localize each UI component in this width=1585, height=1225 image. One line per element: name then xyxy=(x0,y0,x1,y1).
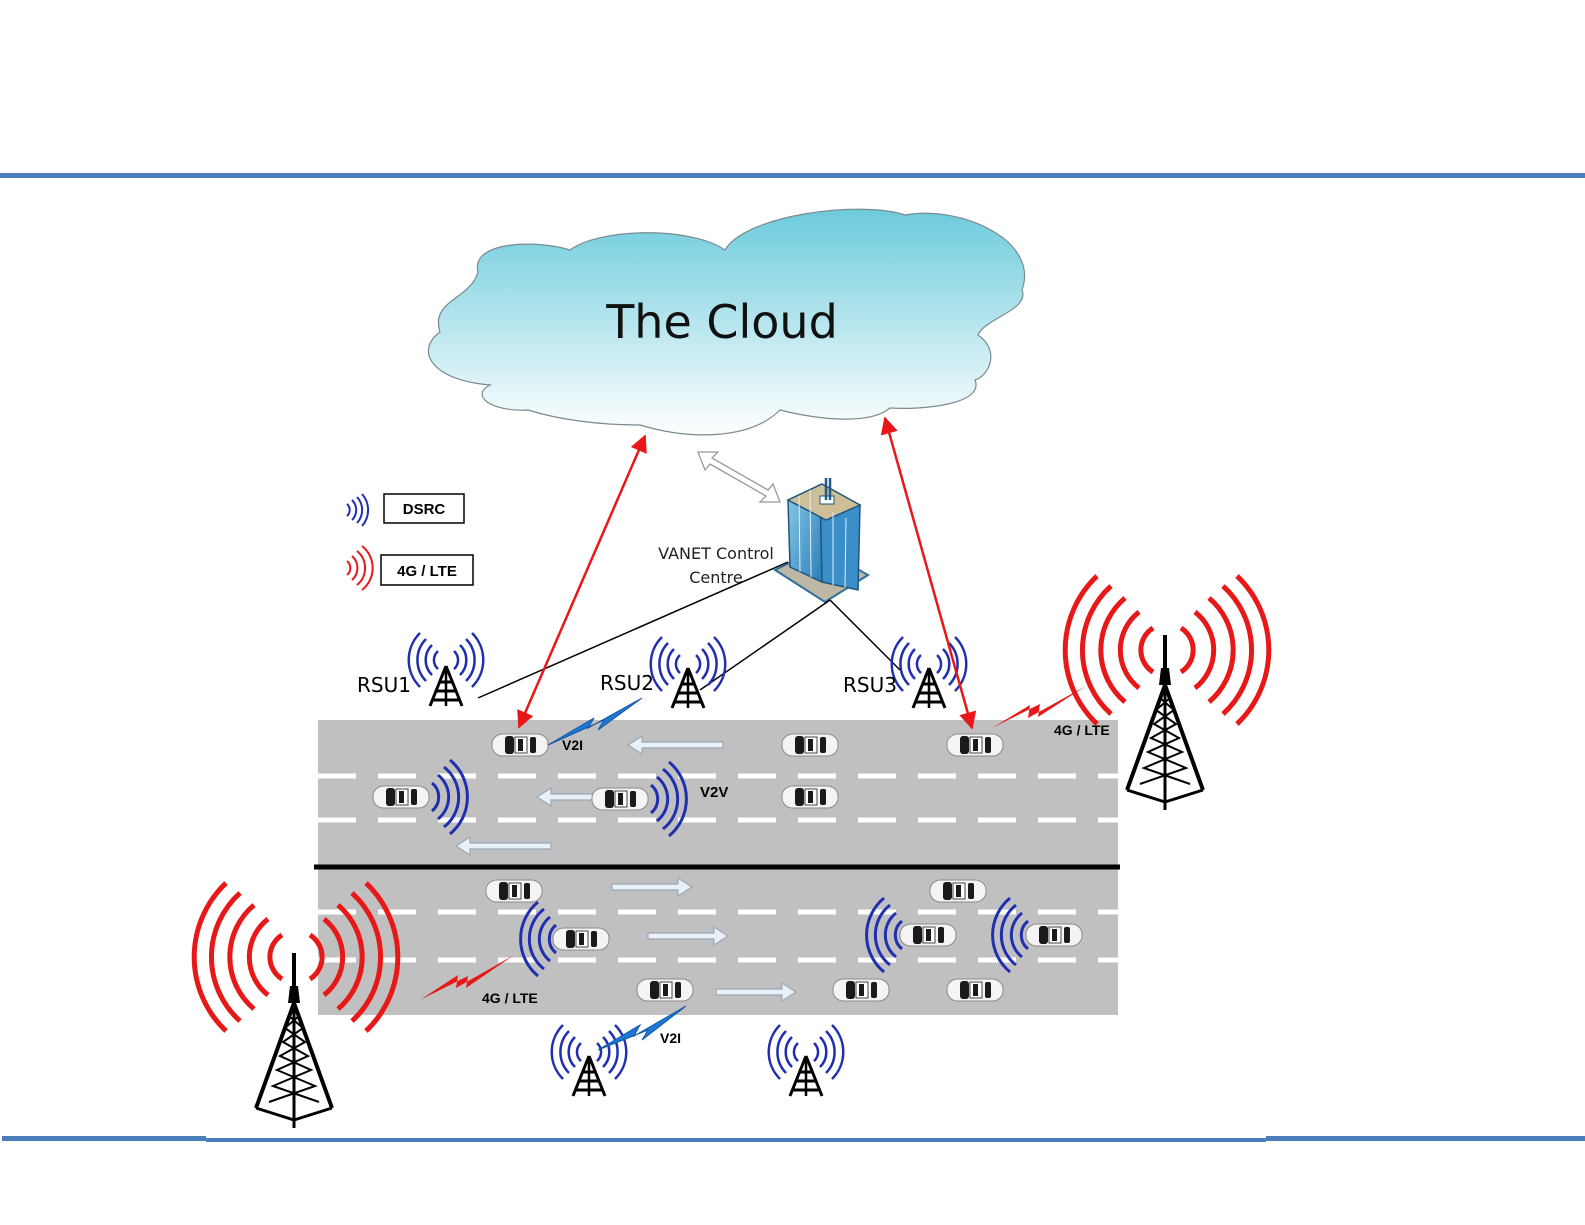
car xyxy=(492,734,548,756)
car xyxy=(1026,924,1082,946)
rsu-1: RSU1 xyxy=(357,633,483,706)
car xyxy=(373,786,429,808)
v2v-label: V2V xyxy=(700,784,728,801)
car xyxy=(947,734,1003,756)
car xyxy=(782,786,838,808)
v2i-label: V2I xyxy=(562,737,583,753)
vanet-control-centre: VANET Control Centre xyxy=(658,478,868,602)
rsu-tower-icon xyxy=(672,668,704,708)
car xyxy=(900,924,956,946)
cloud: The Cloud xyxy=(428,209,1024,435)
legend-dsrc-label: DSRC xyxy=(403,501,446,518)
legend: DSRC 4G / LTE xyxy=(347,494,473,590)
car xyxy=(637,979,693,1001)
rsu-tower-icon xyxy=(573,1056,605,1096)
car xyxy=(592,788,648,810)
rsu-tower-icon xyxy=(913,668,945,708)
car xyxy=(553,928,609,950)
rsu-5 xyxy=(769,1025,844,1096)
car xyxy=(833,979,889,1001)
cloud-links xyxy=(519,418,972,728)
lte-label: 4G / LTE xyxy=(1054,722,1110,738)
rsu-label: RSU3 xyxy=(843,673,897,697)
car xyxy=(782,734,838,756)
car xyxy=(930,880,986,902)
car xyxy=(947,979,1003,1001)
legend-lte-label: 4G / LTE xyxy=(397,563,457,580)
dsrc-signal-icon xyxy=(347,494,368,526)
lte-signal-icon xyxy=(347,546,373,590)
rsu-tower-icon xyxy=(430,666,462,706)
control-centre-label-line1: VANET Control xyxy=(658,544,774,563)
control-centre-label-line2: Centre xyxy=(689,568,743,587)
car xyxy=(486,880,542,902)
lte-label: 4G / LTE xyxy=(482,990,538,1006)
cloud-label: The Cloud xyxy=(605,295,838,349)
road xyxy=(314,720,1120,1015)
rsu-label: RSU2 xyxy=(600,671,654,695)
rsu-tower-icon xyxy=(790,1056,822,1096)
cloud-control-link-arrow xyxy=(698,452,780,502)
v2i-label: V2I xyxy=(660,1030,681,1046)
rsu-4 xyxy=(552,1025,627,1096)
rsu-3: RSU3 xyxy=(843,637,966,708)
rsu-label: RSU1 xyxy=(357,673,411,697)
rsu-2: RSU2 xyxy=(600,637,725,708)
